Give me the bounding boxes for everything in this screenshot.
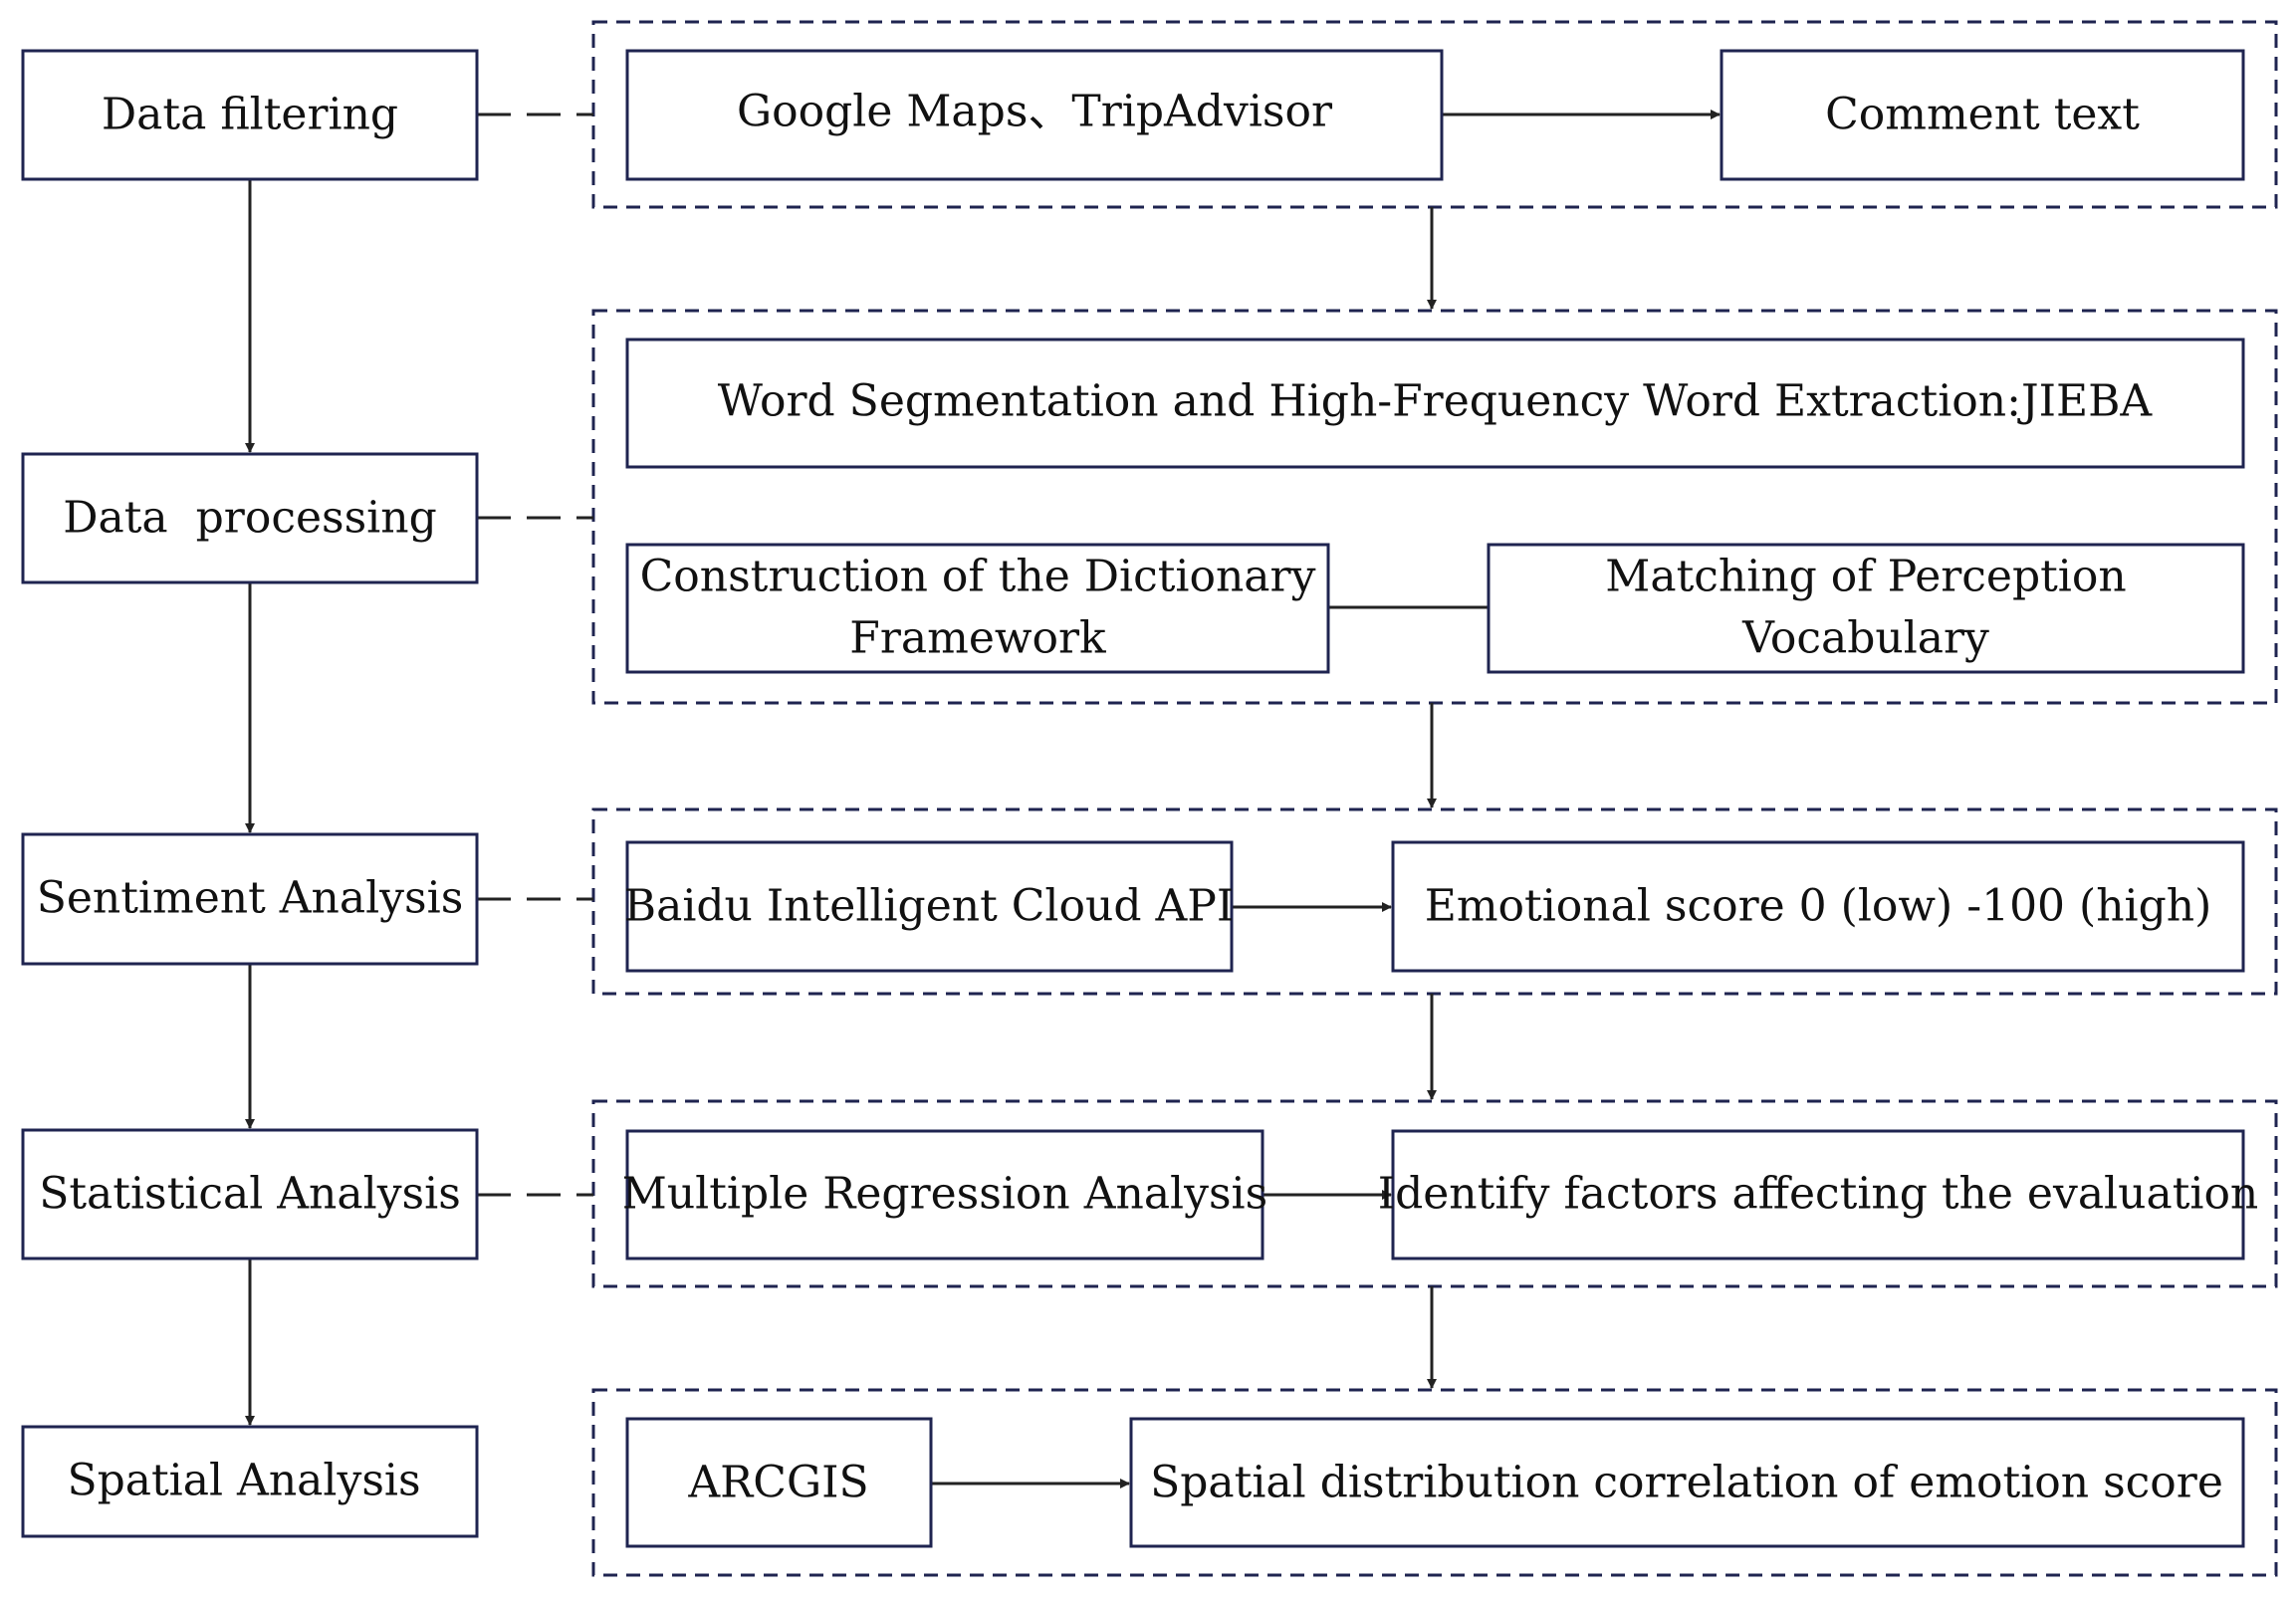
box-word-segmentation (625, 338, 2245, 469)
label-baidu-api: Baidu Intelligent Cloud API (624, 881, 1234, 932)
label-matching-line2: Vocabulary (1741, 613, 1989, 664)
step-label-data-processing: Data processing (63, 493, 437, 544)
box-comment-text (1720, 49, 2245, 181)
label-word-segmentation: Word Segmentation and High-Frequency Wor… (718, 376, 2154, 427)
label-matching-line1: Matching of Perception (1605, 552, 2126, 602)
label-comment-text: Comment text (1825, 90, 2140, 140)
label-multiple-regression: Multiple Regression Analysis (622, 1169, 1267, 1220)
step-label-sentiment-analysis: Sentiment Analysis (37, 873, 464, 924)
box-spatial-correlation (1129, 1417, 2245, 1548)
label-identify-factors: Identify factors affecting the evaluatio… (1378, 1169, 2259, 1220)
label-dictionary-line2: Framework (849, 613, 1106, 664)
box-multiple-regression (625, 1129, 1264, 1260)
label-google-maps-tripadvisor: Google Maps、TripAdvisor (737, 87, 1333, 137)
box-identify-factors (1391, 1129, 2245, 1260)
label-dictionary-line1: Construction of the Dictionary (640, 552, 1316, 602)
box-emotional-score (1391, 840, 2245, 973)
step-box-statistical-analysis (21, 1128, 479, 1260)
box-arcgis (625, 1417, 933, 1548)
group-data-processing (591, 309, 2278, 705)
box-dictionary-framework (625, 543, 1330, 674)
step-label-data-filtering: Data filtering (102, 90, 398, 140)
box-baidu-api (625, 840, 1234, 973)
group-sentiment-analysis (591, 807, 2278, 996)
label-spatial-correlation: Spatial distribution correlation of emot… (1150, 1458, 2223, 1508)
box-google-maps-tripadvisor (625, 49, 1444, 181)
step-box-sentiment-analysis (21, 832, 479, 966)
step-box-data-filtering (21, 49, 479, 181)
step-box-data-processing (21, 452, 479, 584)
step-box-spatial-analysis (21, 1425, 479, 1538)
step-label-statistical-analysis: Statistical Analysis (39, 1169, 461, 1220)
label-emotional-score: Emotional score 0 (low) -100 (high) (1425, 881, 2212, 932)
box-perception-vocabulary (1487, 543, 2245, 674)
label-arcgis: ARCGIS (687, 1458, 868, 1508)
step-label-spatial-analysis: Spatial Analysis (67, 1456, 420, 1506)
group-spatial-analysis (591, 1388, 2278, 1577)
